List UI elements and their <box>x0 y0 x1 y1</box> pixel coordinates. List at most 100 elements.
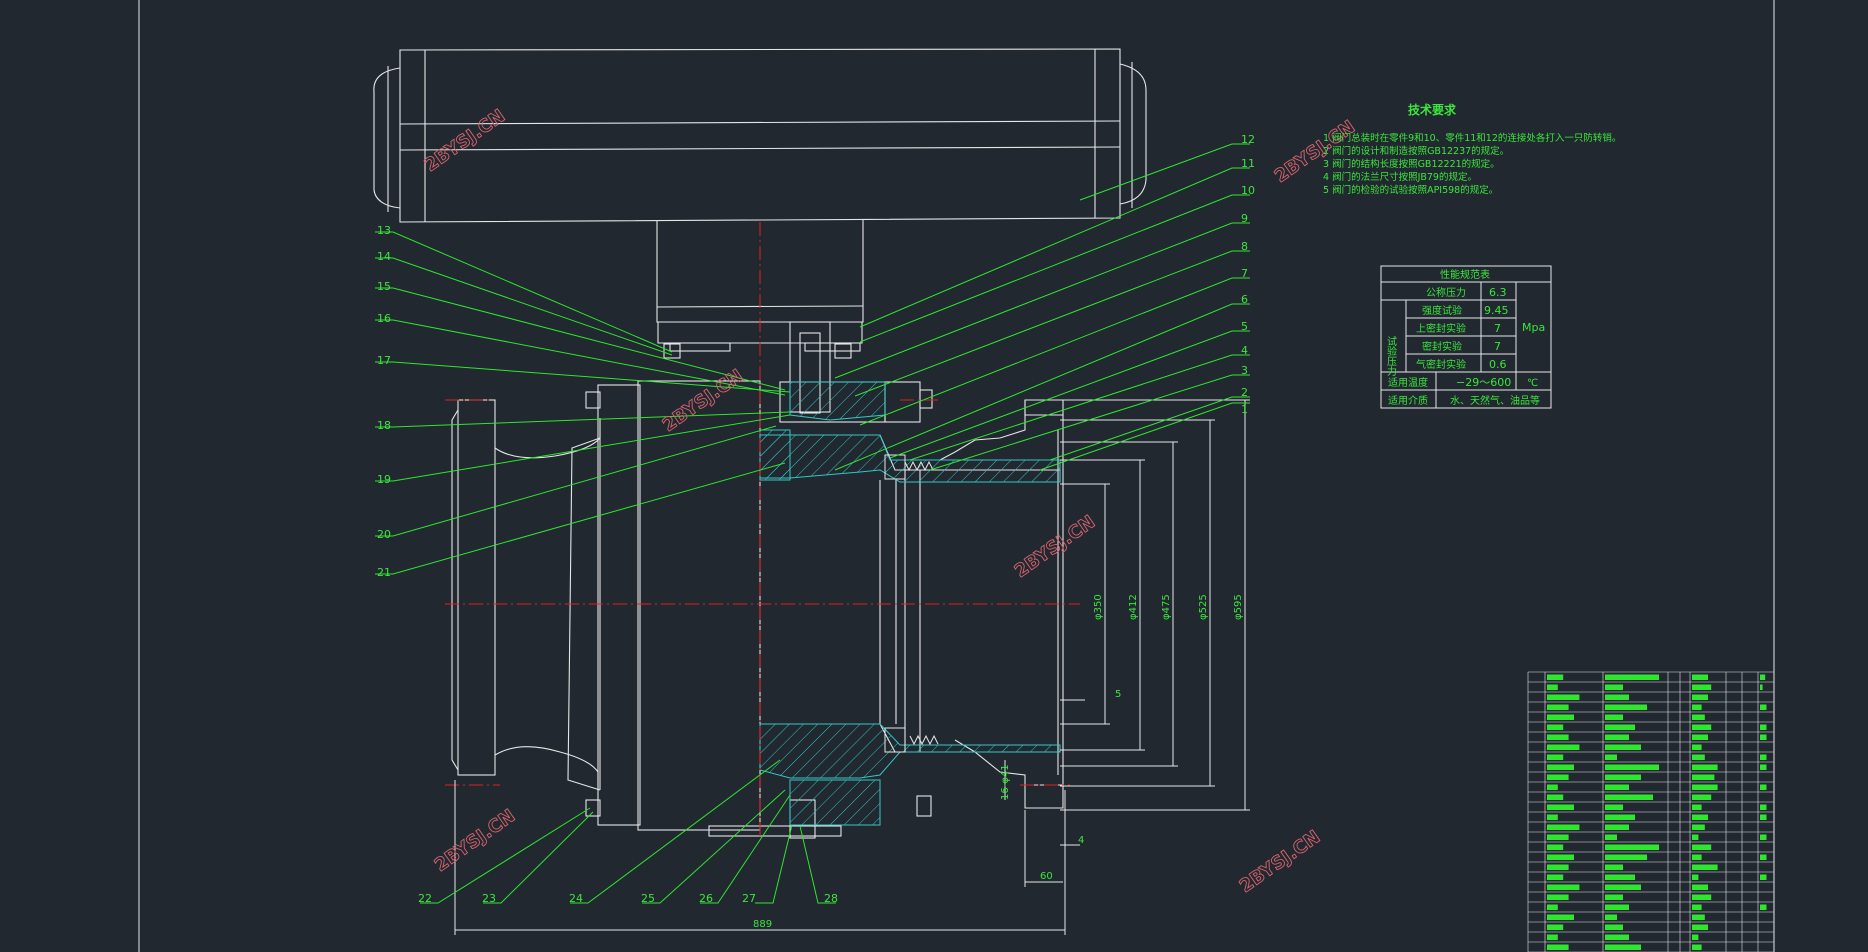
spec-temperature-label: 适用温度 <box>1388 376 1428 389</box>
dimension-dia-475: φ475 <box>1161 594 1172 620</box>
parts-list-cell <box>1547 704 1569 710</box>
parts-list-cell <box>1692 784 1718 790</box>
tech-req-title: 技术要求 <box>1408 102 1457 117</box>
parts-list-cell <box>1692 904 1702 910</box>
parts-list-cell <box>1760 734 1767 740</box>
spec-test-pressure-group-label: 试验压力 <box>1385 335 1397 377</box>
callout-15: 15 <box>377 280 391 293</box>
parts-list-cell <box>1547 724 1564 730</box>
parts-list-cell <box>1605 874 1635 880</box>
parts-list-cell <box>1692 814 1708 820</box>
spec-strength-test-label: 强度试验 <box>1422 304 1462 317</box>
parts-list-cell <box>1692 924 1708 930</box>
parts-list-cell <box>1692 864 1718 870</box>
parts-list-cell <box>1605 704 1647 710</box>
parts-list-cell <box>1692 884 1708 890</box>
hatched-sections <box>759 381 1061 826</box>
seat-springs <box>884 454 939 753</box>
dimension-labels: 889 60 5 4 16-φ41 φ350 φ412 φ475 φ525 φ5… <box>753 594 1244 930</box>
callout-10: 10 <box>1241 184 1255 197</box>
callout-26: 26 <box>699 892 713 905</box>
spec-table-title: 性能规范表 <box>1440 268 1490 281</box>
spec-seal-test-label: 密封实验 <box>1422 340 1462 353</box>
parts-list-cell <box>1547 794 1564 800</box>
spec-table: 性能规范表 公称压力 6.3 试验压力 强度试验 9.45 上密封实验 7 密封… <box>1380 265 1552 409</box>
parts-list-cell <box>1692 734 1708 740</box>
parts-list-cell <box>1547 864 1569 870</box>
callout-14: 14 <box>377 250 391 263</box>
tech-req-item: 1 阀门总装时在零件9和10、零件11和12的连接处各打入一只防转销。 <box>1323 132 1621 144</box>
parts-list-cell <box>1547 834 1569 840</box>
spec-upper-seal-value: 7 <box>1494 322 1501 335</box>
callout-28: 28 <box>824 892 838 905</box>
parts-list <box>1527 671 1775 952</box>
callout-27: 27 <box>742 892 756 905</box>
callout-12: 12 <box>1241 133 1255 146</box>
parts-list-cell <box>1547 854 1574 860</box>
callout-19: 19 <box>377 473 391 486</box>
parts-list-cell <box>1692 914 1705 920</box>
spec-seal-test-value: 7 <box>1494 340 1501 353</box>
parts-list-cell <box>1547 764 1574 770</box>
parts-list-cell <box>1547 874 1564 880</box>
callout-13: 13 <box>377 224 391 237</box>
parts-list-cell <box>1547 904 1558 910</box>
spec-temperature-value: −29～600 <box>1456 376 1511 389</box>
parts-list-cell <box>1547 714 1574 720</box>
callout-9: 9 <box>1241 212 1248 225</box>
parts-list-cell <box>1692 804 1702 810</box>
parts-list-cell <box>1605 794 1653 800</box>
parts-list-cell <box>1692 694 1708 700</box>
dimension-dia-525: φ525 <box>1198 594 1209 620</box>
parts-list-cell <box>1605 904 1629 910</box>
parts-list-cell <box>1547 914 1574 920</box>
parts-list-cell <box>1692 674 1708 680</box>
callout-21: 21 <box>377 566 391 579</box>
spec-gas-seal-label: 气密封实验 <box>1416 358 1466 371</box>
parts-list-cell <box>1605 844 1659 850</box>
dimension-overall-length: 889 <box>753 919 772 930</box>
dimension-flange-thickness: 60 <box>1040 871 1053 882</box>
parts-list-cell <box>1760 854 1767 860</box>
parts-list-cell <box>1605 854 1647 860</box>
parts-list-cell <box>1547 784 1558 790</box>
callout-labels: 12 11 10 9 8 7 6 5 4 3 2 1 13 14 15 16 1… <box>377 133 1255 905</box>
parts-list-cell <box>1692 764 1718 770</box>
parts-list-cell <box>1547 884 1580 890</box>
parts-list-cell <box>1760 674 1766 680</box>
parts-list-cell <box>1605 824 1629 830</box>
callout-2: 2 <box>1241 386 1248 399</box>
parts-list-cell <box>1605 884 1641 890</box>
spec-strength-test-value: 9.45 <box>1484 304 1509 317</box>
tech-req-item: 3 阀门的结构长度按照GB12221的规定。 <box>1323 158 1500 170</box>
parts-list-cell <box>1692 834 1699 840</box>
parts-list-cell <box>1760 874 1767 880</box>
parts-list-cell <box>1547 934 1558 940</box>
spec-nominal-pressure-label: 公称压力 <box>1426 286 1466 299</box>
parts-list-cell <box>1547 674 1564 680</box>
spec-upper-seal-label: 上密封实验 <box>1416 322 1466 335</box>
parts-list-cell <box>1547 844 1564 850</box>
dimension-gap-bottom: 4 <box>1078 835 1084 846</box>
parts-list-cell <box>1605 774 1641 780</box>
callout-24: 24 <box>569 892 583 905</box>
callout-3: 3 <box>1241 364 1248 377</box>
parts-list-cell <box>1605 804 1623 810</box>
leader-lines <box>375 143 1250 904</box>
parts-list-cell <box>1605 764 1659 770</box>
spec-nominal-pressure-value: 6.3 <box>1489 286 1507 299</box>
parts-list-cell <box>1692 824 1705 830</box>
spec-gas-seal-value: 0.6 <box>1489 358 1507 371</box>
parts-list-cell <box>1692 844 1712 850</box>
parts-list-cell <box>1605 684 1623 690</box>
callout-17: 17 <box>377 354 391 367</box>
parts-list-cell <box>1547 734 1569 740</box>
parts-list-cell <box>1605 914 1617 920</box>
parts-list-cell <box>1547 774 1569 780</box>
parts-list-cell <box>1760 804 1767 810</box>
parts-list-cell <box>1760 834 1767 840</box>
callout-11: 11 <box>1241 157 1255 170</box>
parts-list-cell <box>1692 874 1699 880</box>
callout-23: 23 <box>482 892 496 905</box>
parts-list-cell <box>1692 704 1702 710</box>
